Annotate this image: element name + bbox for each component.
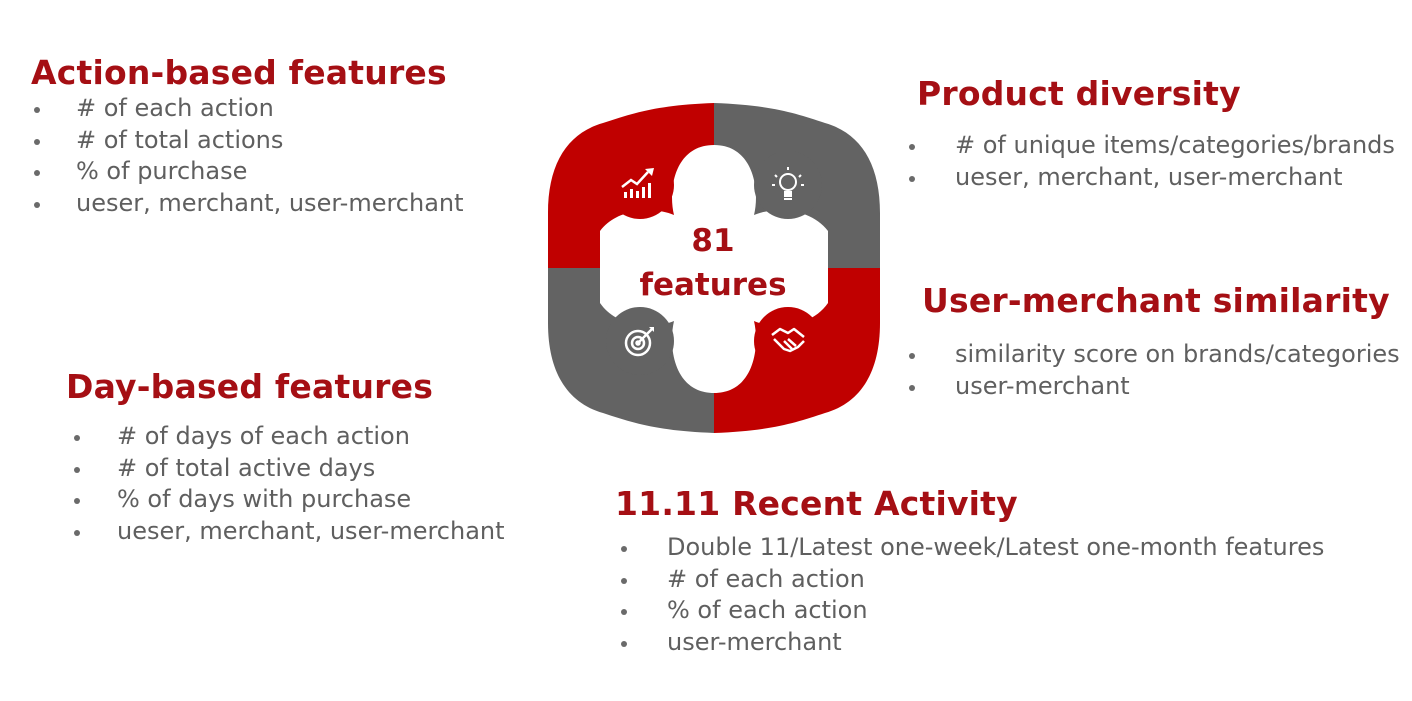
- list-item: % of days with purchase: [74, 484, 505, 516]
- section-title: Product diversity: [917, 74, 1241, 113]
- cycle-diagram: [548, 103, 880, 433]
- bullet-icon: [74, 466, 80, 473]
- item-text: similarity score on brands/categories: [955, 340, 1400, 368]
- section-title: User-merchant similarity: [922, 281, 1390, 320]
- item-text: ueser, merchant, user-merchant: [955, 162, 1343, 191]
- item-text: % of days with purchase: [117, 485, 412, 513]
- growth-chart-icon: [621, 168, 654, 198]
- day-based-section: Day-based features # of days of each act…: [66, 367, 505, 547]
- action-based-section: Action-based features # of each action #…: [31, 53, 464, 219]
- bullet-icon: [74, 435, 80, 441]
- list-item: % of each action: [621, 595, 1324, 627]
- bullet-icon: [621, 546, 627, 552]
- bullet-icon: [34, 138, 40, 145]
- recent-activity-section: 11.11 Recent Activity Double 11/Latest o…: [615, 484, 1324, 658]
- list-item: ueser, merchant, user-merchant: [34, 188, 464, 220]
- bullet-icon: [909, 144, 915, 150]
- item-text: # of days of each action: [117, 422, 410, 450]
- item-text: ueser, merchant, user-merchant: [117, 516, 505, 545]
- list-item: % of purchase: [34, 156, 464, 188]
- bullet-icon: [621, 640, 627, 647]
- list-item: # of each action: [621, 564, 1324, 596]
- bullet-icon: [34, 201, 40, 208]
- bullet-list: # of days of each action # of total acti…: [74, 421, 505, 547]
- bullet-icon: [909, 384, 915, 391]
- bullet-icon: [74, 498, 80, 504]
- lightbulb-icon: [772, 167, 804, 200]
- bullet-icon: [621, 609, 627, 615]
- bullet-list: similarity score on brands/categories us…: [909, 339, 1400, 402]
- bullet-icon: [34, 107, 40, 113]
- list-item: ueser, merchant, user-merchant: [909, 162, 1395, 194]
- list-item: # of days of each action: [74, 421, 505, 453]
- item-text: user-merchant: [667, 627, 842, 656]
- item-text: # of total actions: [76, 125, 284, 154]
- list-item: similarity score on brands/categories: [909, 339, 1400, 371]
- bullet-icon: [621, 577, 627, 584]
- bullet-icon: [909, 175, 915, 182]
- handshake-icon: [771, 327, 805, 353]
- bullet-list: # of each action # of total actions % of…: [34, 93, 464, 219]
- section-title: Action-based features: [31, 53, 447, 92]
- section-title: Day-based features: [66, 367, 434, 406]
- user-merchant-similarity-section: User-merchant similarity similarity scor…: [909, 281, 1400, 402]
- item-text: # of total active days: [117, 453, 376, 482]
- bullet-icon: [909, 353, 915, 359]
- center-label: 81 features: [548, 219, 878, 307]
- list-item: # of total active days: [74, 453, 505, 485]
- item-text: % of purchase: [76, 157, 248, 185]
- section-title: 11.11 Recent Activity: [615, 484, 1018, 523]
- target-icon: [624, 327, 654, 357]
- bullet-icon: [74, 529, 80, 536]
- product-diversity-section: Product diversity # of unique items/cate…: [909, 74, 1395, 193]
- list-item: user-merchant: [621, 627, 1324, 659]
- item-text: Double 11/Latest one-week/Latest one-mon…: [667, 533, 1325, 561]
- item-text: user-merchant: [955, 371, 1130, 400]
- list-item: ueser, merchant, user-merchant: [74, 516, 505, 548]
- feature-count-label: features: [639, 267, 787, 303]
- feature-count: 81: [691, 223, 735, 259]
- list-item: # of unique items/categories/brands: [909, 130, 1395, 162]
- bullet-list: Double 11/Latest one-week/Latest one-mon…: [621, 532, 1324, 658]
- list-item: Double 11/Latest one-week/Latest one-mon…: [621, 532, 1324, 564]
- item-text: # of each action: [76, 94, 274, 122]
- list-item: user-merchant: [909, 371, 1400, 403]
- item-text: # of each action: [667, 564, 865, 593]
- list-item: # of total actions: [34, 125, 464, 157]
- bullet-list: # of unique items/categories/brands uese…: [909, 130, 1395, 193]
- item-text: ueser, merchant, user-merchant: [76, 188, 464, 217]
- bullet-icon: [34, 170, 40, 176]
- item-text: % of each action: [667, 596, 868, 624]
- list-item: # of each action: [34, 93, 464, 125]
- item-text: # of unique items/categories/brands: [955, 131, 1395, 159]
